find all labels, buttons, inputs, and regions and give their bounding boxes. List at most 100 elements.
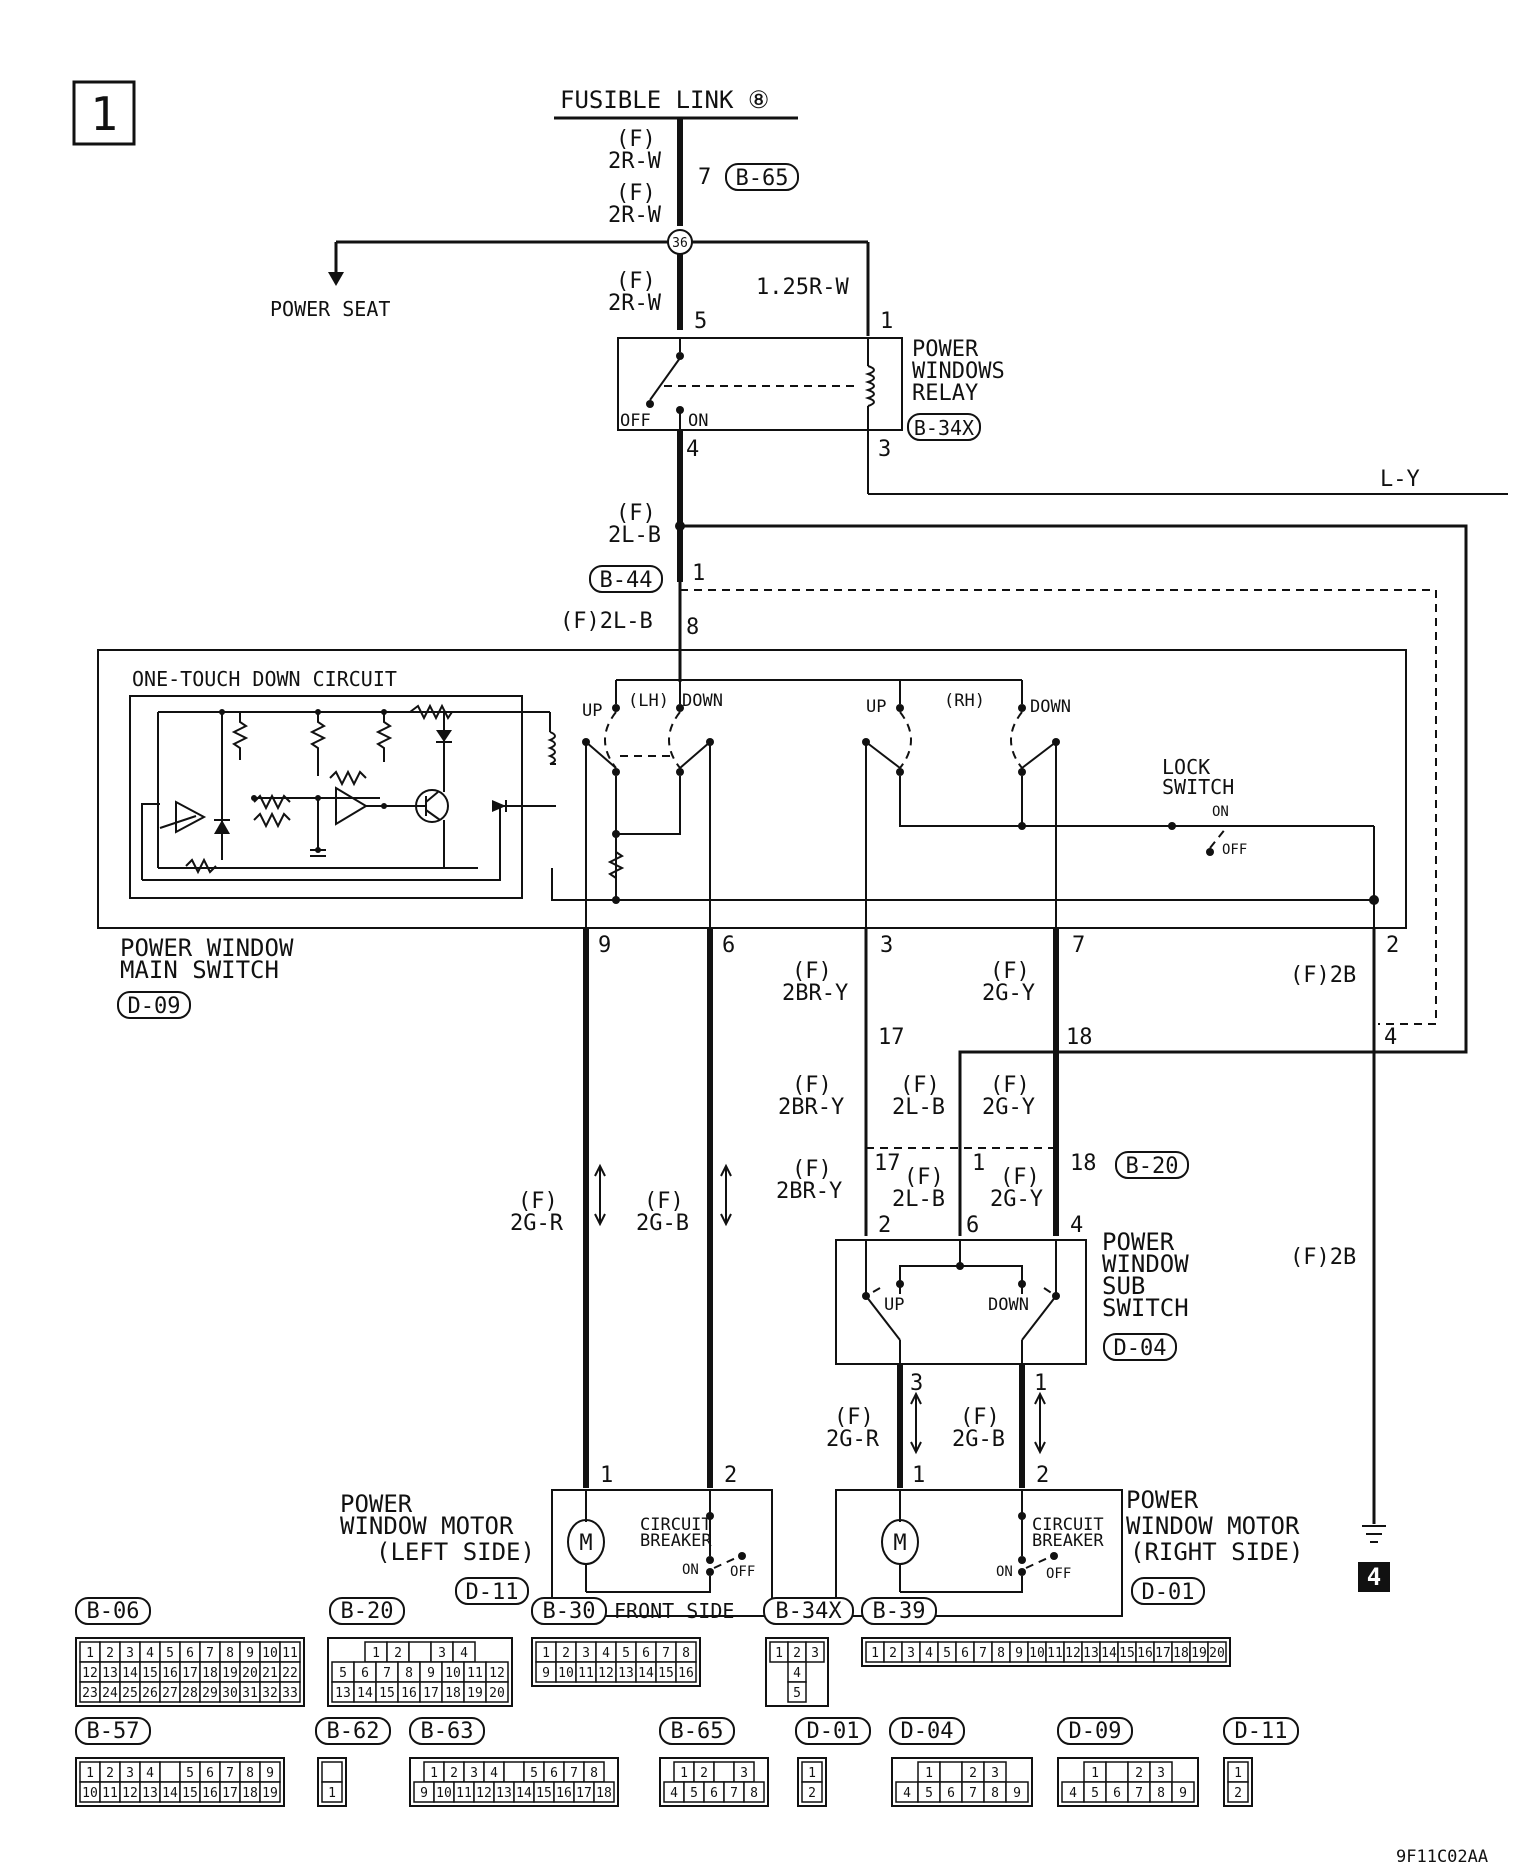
motion-arrow-2	[720, 1163, 732, 1227]
motion-arrow-3	[910, 1391, 922, 1455]
connector-pin: 8	[590, 1766, 598, 1781]
connector-pin: 9	[427, 1666, 435, 1681]
rh-window-switch	[746, 679, 1379, 928]
wire-f-16: (F)	[960, 1405, 1000, 1430]
sub-down-label: DOWN	[988, 1295, 1029, 1315]
relay-name-2: WINDOWS	[912, 359, 1005, 384]
connector-pin: 12	[1065, 1646, 1081, 1661]
connector-cell	[259, 1781, 281, 1803]
connector-pin: 2	[562, 1646, 570, 1661]
ground-ref: 4	[1367, 1563, 1381, 1591]
connector-pin: 13	[618, 1666, 634, 1681]
connector-label: D-01	[807, 1719, 860, 1744]
connector-cell	[675, 1661, 697, 1683]
connector-pin: 5	[925, 1786, 933, 1801]
connector-pin: 17	[182, 1666, 198, 1681]
sub-switch-name-4: SWITCH	[1102, 1294, 1189, 1322]
connector-cell	[713, 1761, 735, 1783]
left-cb-1: CIRCUIT	[640, 1515, 712, 1535]
connector-pin: 15	[182, 1786, 198, 1801]
connector-pin: 17	[1155, 1646, 1171, 1661]
wire-f-10: (F)	[900, 1073, 940, 1098]
wire-2gy-2: 2G-Y	[982, 1095, 1035, 1120]
connector-pin: 14	[516, 1786, 532, 1801]
pin-2-lmotor: 2	[724, 1463, 737, 1488]
connector-pin: 6	[550, 1766, 558, 1781]
connector-pin: 2	[450, 1766, 458, 1781]
wire-2gr-2: 2G-R	[826, 1427, 880, 1452]
connector-pin: 25	[122, 1686, 138, 1701]
connector-pin: 9	[420, 1786, 428, 1801]
connector-pin: 14	[122, 1666, 138, 1681]
wire-2gb-2: 2G-B	[952, 1427, 1005, 1452]
connector-pin: 15	[1119, 1646, 1135, 1661]
connector-pin: 3	[1157, 1766, 1165, 1781]
connector-pin: 17	[222, 1786, 238, 1801]
connector-pin: 1	[775, 1646, 783, 1661]
connector-pin: 5	[622, 1646, 630, 1661]
page-number-box	[72, 80, 136, 146]
connector-housing	[531, 1637, 701, 1687]
connector-pin: 23	[82, 1686, 98, 1701]
left-motor-internals	[567, 1490, 746, 1593]
power-seat-arrow	[328, 272, 344, 286]
left-motor-m: M	[579, 1531, 592, 1556]
connector-pin: 4	[670, 1786, 678, 1801]
connector-pin: 27	[162, 1686, 178, 1701]
connector-pin: 13	[102, 1666, 118, 1681]
connector-pin: 8	[997, 1646, 1005, 1661]
connector-ref-d11: D-11	[455, 1577, 529, 1605]
connector-pin: 6	[186, 1646, 194, 1661]
wire-f2b-1: (F)2B	[1290, 963, 1356, 988]
right-cb-1: CIRCUIT	[1032, 1515, 1104, 1535]
wire-2lb-right	[680, 524, 1468, 1148]
connector-pin: 8	[246, 1766, 254, 1781]
connector-pin: 11	[578, 1666, 594, 1681]
connector-ref-b20: B-20	[1115, 1151, 1189, 1179]
connector-cell	[1005, 1781, 1029, 1803]
wire-f-7: (F)	[792, 959, 832, 984]
one-touch-label: ONE-TOUCH DOWN CIRCUIT	[132, 667, 397, 691]
svg-text:D-01: D-01	[1142, 1580, 1195, 1605]
connector-pin: 10	[558, 1666, 574, 1681]
wire-f-6: (F)	[644, 1189, 684, 1214]
connector-pin: 16	[162, 1666, 178, 1681]
connector-pin: 16	[556, 1786, 572, 1801]
connector-housing	[75, 1637, 305, 1707]
wire-f-2: (F)	[616, 181, 656, 206]
ground-symbol	[1358, 1525, 1390, 1592]
relay-name-3: RELAY	[912, 381, 978, 406]
connector-ref-b44: B-44	[589, 565, 663, 593]
connector-pin: 2	[700, 1766, 708, 1781]
connector-cell	[159, 1761, 181, 1783]
pin-1-b44: 1	[692, 561, 705, 586]
connector-pin: 14	[638, 1666, 654, 1681]
connector-cell	[321, 1781, 343, 1803]
connector-pin: 15	[658, 1666, 674, 1681]
wire-2bry-3: 2BR-Y	[776, 1179, 842, 1204]
connector-pin: 1	[86, 1766, 94, 1781]
pin-3-main: 3	[880, 933, 893, 958]
connector-pin: 3	[126, 1766, 134, 1781]
right-off: OFF	[1046, 1566, 1071, 1582]
connector-cell	[1227, 1781, 1249, 1803]
rh-label: (RH)	[944, 691, 985, 711]
connector-label: B-34X	[775, 1599, 842, 1624]
connector-housing	[327, 1637, 513, 1707]
connector-pin: 1	[871, 1646, 879, 1661]
connector-pin: 2	[106, 1766, 114, 1781]
pin-4-ground: 4	[1384, 1025, 1397, 1050]
connector-pin: 1	[328, 1786, 336, 1801]
connector-cell	[321, 1761, 343, 1783]
connector-pin: 4	[146, 1766, 154, 1781]
connector-pin: 12	[82, 1666, 98, 1681]
relay-contact-arm	[649, 357, 681, 401]
pin-18-a: 18	[1066, 1025, 1093, 1050]
wire-f-15: (F)	[834, 1405, 874, 1430]
relay-on-label: ON	[688, 411, 708, 431]
main-switch-box	[97, 649, 1407, 929]
